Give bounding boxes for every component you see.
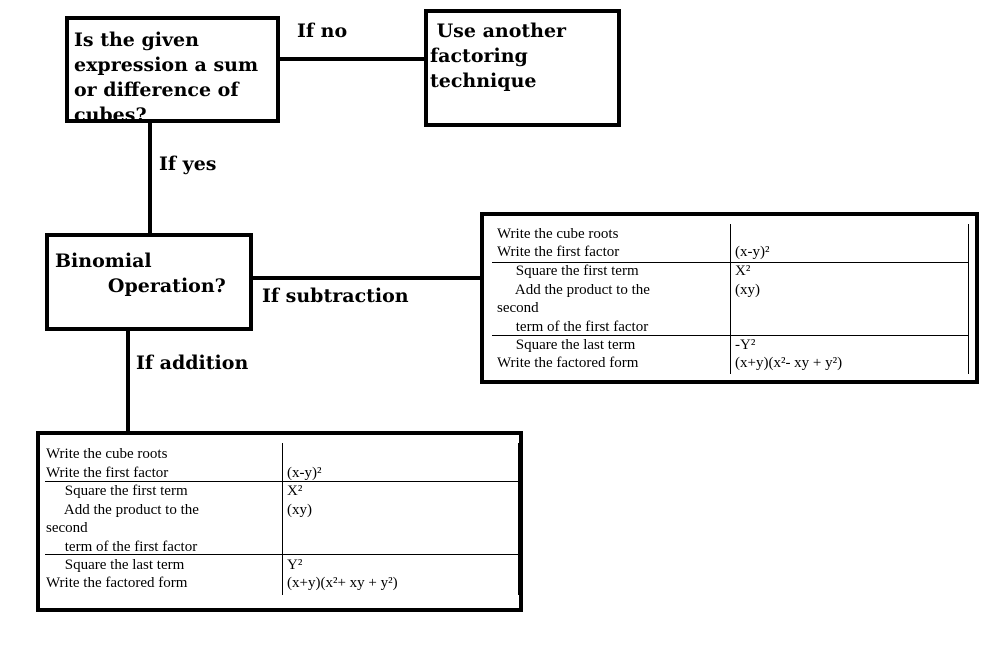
table-cell: Write the cube roots — [497, 226, 619, 242]
table-cell: X² — [287, 483, 303, 499]
connector-addition — [126, 328, 130, 434]
table-cell: Write the factored form — [46, 575, 188, 591]
operation-text: Binomial Operation? — [55, 250, 226, 297]
table-cell: -Y² — [735, 337, 756, 353]
table-cell: Write the cube roots — [46, 446, 168, 462]
label-if-no: If no — [297, 20, 348, 42]
table-cell: X² — [735, 263, 751, 279]
table-cell: Square the last term — [497, 337, 636, 353]
table-cell: (xy) — [735, 282, 760, 298]
table-divider — [492, 262, 969, 263]
table-divider — [968, 224, 969, 374]
connector-no — [278, 57, 426, 61]
operation-box: Binomial Operation? — [45, 233, 253, 331]
table-divider — [730, 224, 731, 374]
question-text: Is the given expression a sum or differe… — [74, 29, 259, 126]
table-cell: Y² — [287, 557, 303, 573]
table-cell: Add the product to the second term of th… — [46, 502, 199, 555]
table-divider — [45, 481, 519, 482]
label-if-subtraction: If subtraction — [262, 285, 409, 307]
table-divider — [518, 443, 519, 595]
table-cell: Square the first term — [46, 483, 188, 499]
other-technique-text: Use another factoring technique — [430, 20, 567, 92]
table-divider — [282, 443, 283, 595]
table-cell: Write the first factor — [497, 244, 620, 260]
table-divider — [45, 554, 519, 555]
table-cell: Square the first term — [497, 263, 639, 279]
table-cell: Write the first factor — [46, 465, 169, 481]
question-box: Is the given expression a sum or differe… — [65, 16, 280, 126]
label-if-yes: If yes — [159, 153, 217, 175]
subtraction-table: Write the cube roots Write the first fac… — [480, 212, 979, 384]
connector-yes — [148, 121, 152, 236]
connector-subtraction — [251, 276, 485, 280]
addition-table: Write the cube roots Write the first fac… — [36, 431, 523, 612]
table-cell: (x+y)(x²+ xy + y²) — [287, 575, 398, 591]
table-cell: Square the last term — [46, 557, 185, 573]
table-divider — [492, 335, 969, 336]
table-cell: Write the factored form — [497, 355, 639, 371]
table-cell: Add the product to the second term of th… — [497, 282, 650, 335]
other-technique-box: Use another factoring technique — [424, 9, 621, 127]
label-if-addition: If addition — [136, 352, 249, 374]
table-cell: (x+y)(x²- xy + y²) — [735, 355, 843, 371]
table-cell: (x-y)² — [735, 244, 770, 260]
table-cell: (xy) — [287, 502, 312, 518]
table-cell: (x-y)² — [287, 465, 322, 481]
